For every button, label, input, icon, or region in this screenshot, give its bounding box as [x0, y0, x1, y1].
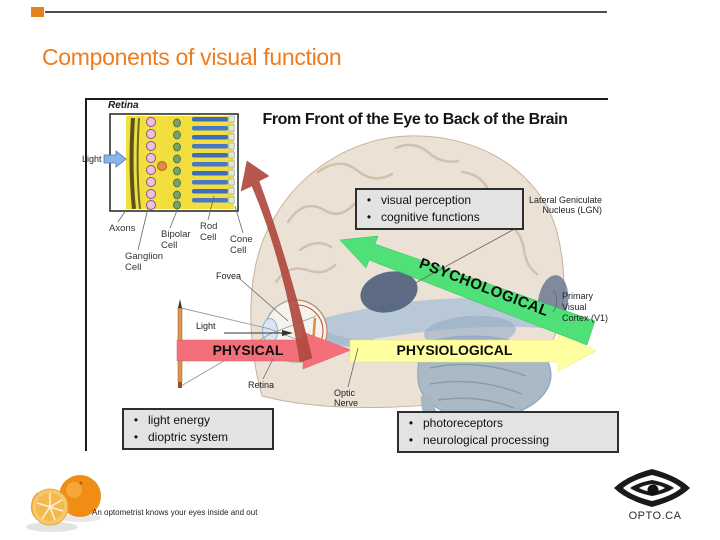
- optic-line2: Nerve: [334, 398, 359, 408]
- header-accent-square: [31, 7, 44, 17]
- header-rule: [45, 11, 607, 13]
- physiological-arrow-label: PHYSIOLOGICAL: [396, 342, 513, 358]
- bipolar-line1: Bipolar: [161, 229, 191, 240]
- eye-choroid: [295, 299, 328, 363]
- retina-inset-title: Retina: [108, 100, 139, 111]
- bipolar-line2: Cell: [161, 240, 178, 251]
- amacrine-cell: [157, 161, 167, 171]
- bipolar-cell-label: Bipolar Cell: [161, 229, 191, 251]
- rod-cell-label: Rod Cell: [200, 221, 217, 243]
- psychological-callout-box: visual perception cognitive functions: [355, 188, 524, 230]
- ganglion-cell-label: Ganglion Cell: [125, 251, 163, 273]
- v1-line1: Primary: [562, 291, 593, 301]
- ganglion-line1: Ganglion: [125, 251, 164, 262]
- v1-line3: Cortex (V1): [562, 313, 609, 323]
- psychological-arrow: [339, 235, 596, 346]
- callout-item-text: photoreceptors: [423, 416, 504, 430]
- cone-line1: Cone: [230, 234, 253, 245]
- fovea-label: Fovea: [216, 271, 242, 281]
- callout-item-text: visual perception: [381, 193, 472, 207]
- light-block-arrow: [103, 150, 127, 168]
- red-feedback-arrow: [240, 160, 313, 363]
- lgn-line1: Lateral Geniculate: [528, 195, 602, 205]
- light-pointer-arrow: [224, 330, 293, 336]
- oranges-photo: [26, 475, 101, 532]
- label-connectors: [239, 225, 558, 388]
- callout-item: dioptric system: [124, 429, 268, 446]
- orange-segments: [36, 493, 64, 521]
- bipolar-cells: [173, 118, 181, 210]
- figure-frame: [85, 98, 608, 451]
- callout-item-text: dioptric system: [148, 430, 229, 444]
- callout-item: photoreceptors: [399, 415, 613, 432]
- brain-illustration: [250, 135, 569, 443]
- inset-light-label: Light: [82, 154, 102, 164]
- retina-inset: [103, 113, 244, 251]
- optic-line1: Optic: [334, 388, 356, 398]
- physiological-arrow: [349, 330, 597, 372]
- pigment-epithelium: [228, 115, 235, 204]
- v1-label: Primary Visual Cortex (V1): [562, 291, 608, 324]
- v1-line2: Visual: [562, 302, 587, 312]
- figure-heading: From Front of the Eye to Back of the Bra…: [262, 111, 568, 128]
- footer-tagline: An optometrist knows your eyes inside an…: [92, 508, 258, 517]
- callout-item-text: cognitive functions: [381, 210, 480, 224]
- eye-light-label: Light: [196, 321, 216, 331]
- cone-cell-label: Cone Cell: [230, 234, 253, 256]
- cone-line2: Cell: [230, 245, 247, 256]
- axons-label: Axons: [109, 223, 136, 234]
- lgn-region: [360, 271, 418, 313]
- rod-line1: Rod: [200, 221, 218, 232]
- callout-item-text: light energy: [148, 413, 211, 427]
- physiological-callout-box: photoreceptors neurological processing: [397, 411, 619, 453]
- page-title: Components of visual function: [42, 44, 342, 70]
- rod-cone-cells: [192, 117, 228, 203]
- physical-arrow-label: PHYSICAL: [212, 342, 284, 358]
- optoca-logo-text: OPTO.CA: [628, 510, 682, 522]
- lgn-line2: Nucleus (LGN): [542, 205, 602, 215]
- callout-item: light energy: [124, 412, 268, 429]
- eye-retina-label: Retina: [248, 380, 275, 390]
- ganglion-line2: Cell: [125, 262, 142, 273]
- callout-item-text: neurological processing: [423, 433, 550, 447]
- lgn-label: Lateral Geniculate Nucleus (LGN): [505, 195, 602, 215]
- rod-line2: Cell: [200, 232, 217, 243]
- optic-nerve-label: Optic Nerve: [334, 388, 358, 408]
- inset-label-lines: [117, 195, 244, 251]
- physical-callout-box: light energy dioptric system: [122, 408, 274, 450]
- callout-item: visual perception: [357, 192, 518, 209]
- callout-item: neurological processing: [399, 432, 613, 449]
- callout-item: cognitive functions: [357, 209, 518, 226]
- ganglion-cells: [146, 117, 156, 210]
- optoca-logo-icon: [614, 469, 690, 507]
